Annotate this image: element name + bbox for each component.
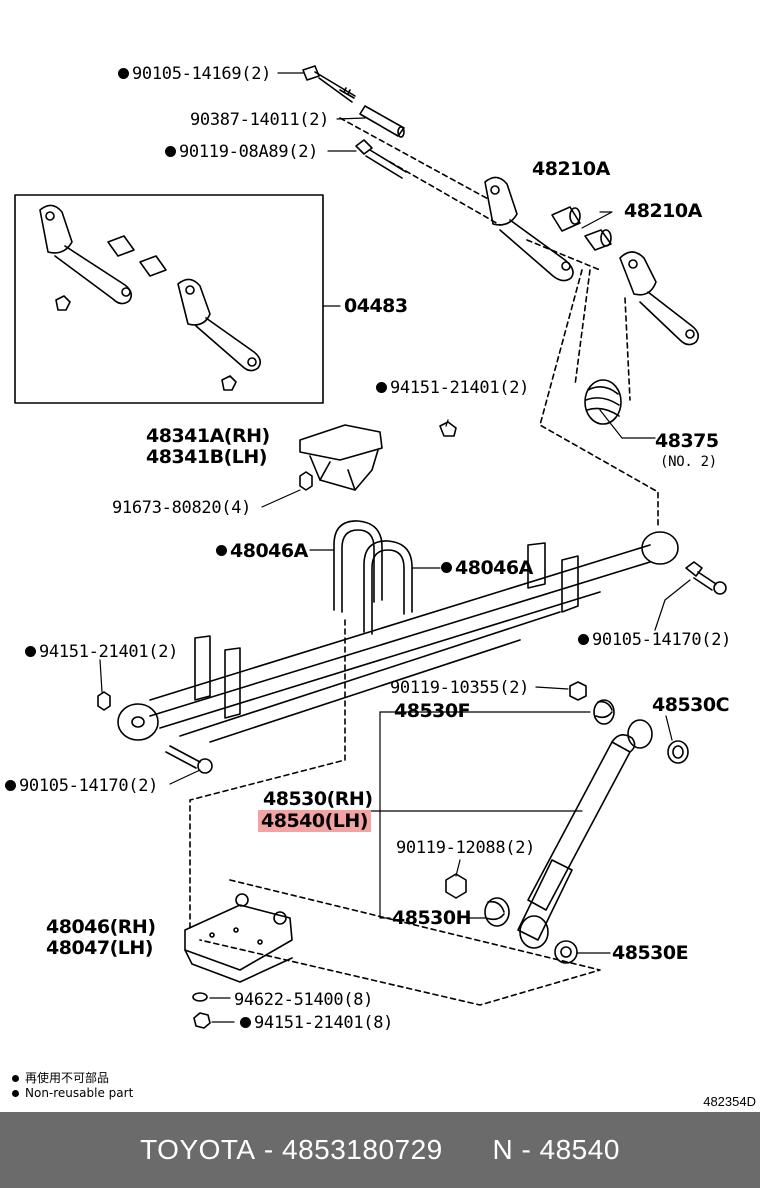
highlight-marker: 48540(LH) [258,810,371,832]
legend-line-japanese: 再使用不可部品 [12,1069,109,1086]
legend-dot [12,1090,19,1097]
footer-gap [443,1134,493,1166]
shock-absorber-48540 [517,719,653,949]
legend-line-english: Non-reusable part [12,1086,133,1100]
bolt-90105-14169 [302,65,356,103]
exploded-diagram [14,65,727,1029]
nonreusable-dot [25,645,36,657]
washer-48530E [554,940,578,964]
label-48046-rh[interactable]: 48046(RH) [46,916,156,938]
bush-48210A-1 [551,206,581,232]
label-48540-lh-highlighted[interactable]: 48540(LH) [258,810,371,832]
bolt-90105-14170-right [685,561,727,595]
label-48341A[interactable]: 48341A(RH) [146,425,270,447]
shackle-48210A-right [619,251,700,346]
label-94151-21401-left[interactable]: 94151-21401(2) [25,642,178,662]
label-94151-21401-bottom[interactable]: 94151-21401(8) [240,1013,393,1033]
label-48210A-2[interactable]: 48210A [624,200,702,222]
label-90105-14169[interactable]: 90105-14169(2) [118,64,271,84]
inset-bush-2 [139,255,167,277]
nut-94151-bottom [193,1012,211,1029]
label-48046A-1[interactable]: 48046A [216,540,308,562]
footer-ref: N - 48540 [492,1134,620,1165]
inset-nut-1 [55,295,71,311]
nonreusable-dot [376,381,387,393]
label-48375-no2: (NO. 2) [660,454,717,470]
bracket-48341 [299,424,383,491]
inset-bush-1 [107,235,135,257]
bump-stopper-48375 [584,379,622,425]
inset-shackle-right [177,278,262,372]
label-04483[interactable]: 04483 [344,295,408,317]
nonreusable-dot [216,545,227,556]
washer-94622 [192,992,208,1002]
bolt-90119-08A89 [355,139,407,179]
washer-48530C [667,740,689,764]
plate-48046 [184,893,293,983]
shackle-48210A-left [484,176,574,282]
bush-48530F [593,699,615,725]
label-48530C[interactable]: 48530C [652,694,730,716]
label-48046A-2[interactable]: 48046A [441,557,533,579]
inset-nut-2 [221,375,237,391]
nonreusable-dot [441,562,452,573]
bush-48210A-2 [584,229,612,251]
bolt-90105-14170-left [165,745,213,774]
legend-dot [12,1075,19,1082]
leaf-spring [117,531,679,743]
bolt-91673 [299,471,313,491]
diagram-code: 482354D [703,1094,756,1109]
footer-bar: TOYOTA - 4853180729 N - 48540 [0,1112,760,1188]
label-48530-rh[interactable]: 48530(RH) [263,788,373,810]
label-48530E[interactable]: 48530E [612,942,689,964]
u-bolt-2 [363,540,413,635]
label-90105-14170-left[interactable]: 90105-14170(2) [5,776,158,796]
label-94622-51400[interactable]: 94622-51400(8) [234,990,374,1010]
nonreusable-dot [578,633,589,645]
bush-48530H [484,897,510,927]
label-48375[interactable]: 48375 [655,430,719,452]
label-94151-21401-top[interactable]: 94151-21401(2) [376,378,529,398]
kit-inset-box [14,194,324,404]
u-bolt-1 [333,520,383,613]
bolt-90119-10355 [569,681,587,701]
label-90119-08A89[interactable]: 90119-08A89(2) [165,142,318,162]
label-90119-10355[interactable]: 90119-10355(2) [390,678,530,698]
nonreusable-dot [165,145,176,157]
label-48530H[interactable]: 48530H [392,907,472,929]
label-48341B[interactable]: 48341B(LH) [146,446,267,468]
label-48047-lh[interactable]: 48047(LH) [46,937,153,959]
label-48210A-1[interactable]: 48210A [532,158,610,180]
nonreusable-dot [240,1016,251,1028]
label-90119-12088[interactable]: 90119-12088(2) [396,838,536,858]
nut-94151-left [97,691,111,711]
pin-90387-14011 [359,105,405,138]
inset-shackle-left [39,204,133,305]
label-90387-14011[interactable]: 90387-14011(2) [190,110,330,130]
label-90105-14170-right[interactable]: 90105-14170(2) [578,630,731,650]
label-91673-80820[interactable]: 91673-80820(4) [112,498,252,518]
footer-brand: TOYOTA [140,1134,256,1165]
nut-94151-top [439,421,457,437]
footer-separator: - [255,1134,283,1165]
nonreusable-dot [118,67,129,79]
nonreusable-dot [5,779,16,791]
bolt-90119-12088 [445,873,467,899]
footer-part-number: 4853180729 [282,1134,443,1165]
label-48530F[interactable]: 48530F [394,700,471,722]
